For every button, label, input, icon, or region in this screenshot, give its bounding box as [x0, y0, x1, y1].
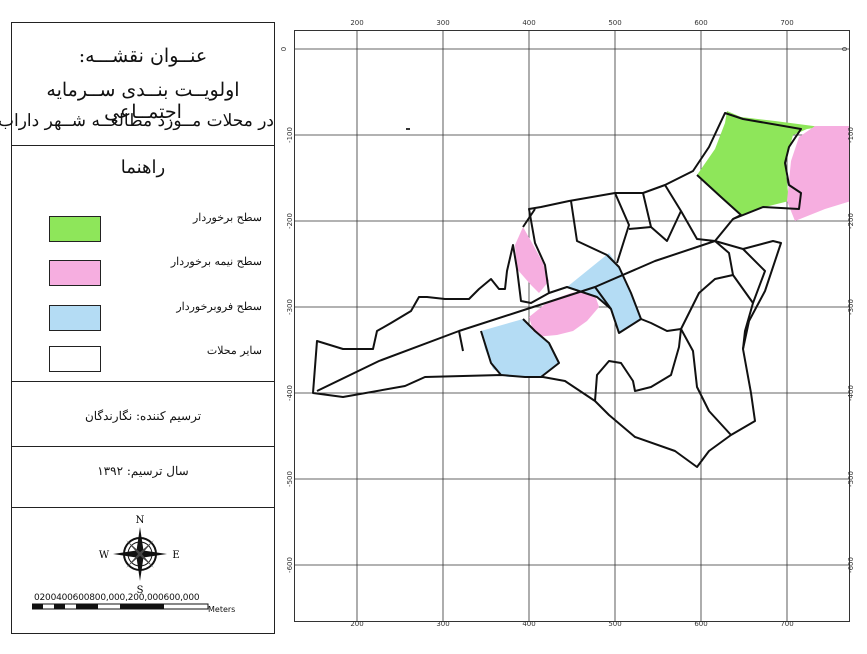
y-tick-label-left: -300: [285, 299, 294, 315]
legend-swatch-medium: [49, 260, 101, 286]
map-frame: 200 300 400 500 600 700 200 300 400 500 600 700 0 -…: [280, 19, 855, 628]
zone-medium-level-w: [515, 227, 549, 293]
scale-bar: [32, 603, 209, 610]
y-tick-label-left: -200: [285, 213, 294, 229]
x-tick-label-top: 600: [694, 19, 708, 27]
x-tick-label-bottom: 400: [522, 620, 536, 628]
compass-rose-icon: N S E W: [99, 515, 180, 595]
x-tick-label-top: 700: [780, 19, 794, 27]
x-tick-label-top: 300: [436, 19, 450, 27]
scale-units: Meters: [208, 605, 236, 614]
y-tick-label-left: 0: [280, 46, 289, 52]
legend-label-medium: سطح نیمه برخوردار: [170, 255, 262, 268]
compass-s: S: [137, 585, 144, 595]
y-tick-label-left: -100: [285, 127, 294, 143]
map-title-line-2: اولویــت بنــدی ســرمایه اجتمــاعی: [46, 79, 240, 123]
y-tick-label-right: 0: [841, 46, 850, 52]
compass-n: N: [136, 515, 145, 526]
scale-bar-labels: 0200400600800,000,200,000600,000: [34, 593, 200, 603]
x-tick-label-bottom: 200: [350, 620, 364, 628]
legend-section: راهنما سطح برخوردار سطح نیمه برخوردار سط…: [12, 145, 274, 382]
author-section: ترسیم کننده: نگارندگان: [12, 381, 274, 447]
y-tick-label-left: -600: [285, 557, 294, 573]
y-tick-label-right: -300: [846, 299, 855, 315]
y-tick-label-left: -500: [285, 471, 294, 487]
x-tick-label-top: 200: [350, 19, 364, 27]
y-tick-label-right: -200: [846, 213, 855, 229]
x-tick-label-bottom: 300: [436, 620, 450, 628]
map-title-label: عنــوان نقشـــه:: [78, 45, 208, 67]
zone-medium-level-center: [529, 289, 599, 337]
compass-e: E: [172, 550, 179, 561]
map-canvas: [295, 31, 849, 621]
y-tick-label-right: -400: [846, 385, 855, 401]
legend-label-low: سطح فروبرخوردار: [176, 300, 262, 313]
legend-heading: راهنما: [120, 157, 166, 178]
author-credit: ترسیم کننده: نگارندگان: [84, 409, 202, 423]
drawing-year: سال ترسیم: ۱۳۹۲: [97, 464, 189, 478]
city-outline: [312, 112, 802, 468]
zone-low-level-center: [567, 253, 641, 333]
district-boundaries: [312, 112, 802, 468]
zone-low-level-sw: [481, 319, 559, 377]
legend-label-high: سطح برخوردار: [192, 211, 262, 224]
legend-panel: عنــوان نقشـــه: اولویــت بنــدی ســرمای…: [0, 22, 275, 634]
x-tick-label-top: 400: [522, 19, 536, 27]
title-section: عنــوان نقشـــه: اولویــت بنــدی ســرمای…: [0, 23, 274, 146]
legend-label-other: سایر محلات: [206, 344, 262, 357]
legend-swatch-other: [49, 346, 101, 372]
compass-w: W: [99, 550, 110, 561]
y-tick-label-right: -600: [846, 557, 855, 573]
x-tick-label-bottom: 700: [780, 620, 794, 628]
year-section: سال ترسیم: ۱۳۹۲: [12, 446, 274, 508]
main-road: [316, 240, 716, 392]
x-tick-label-top: 500: [608, 19, 622, 27]
x-tick-label-bottom: 600: [694, 620, 708, 628]
y-tick-label-right: -500: [846, 471, 855, 487]
y-tick-label-left: -400: [285, 385, 294, 401]
zone-high-level: [697, 111, 821, 215]
legend-swatch-high: [49, 216, 101, 242]
zone-medium-level-ne: [787, 126, 849, 221]
legend-swatch-low: [49, 305, 101, 331]
compass-section: N S E W 0200400600800,000,200,000600,000…: [12, 507, 274, 633]
y-tick-label-right: -100: [846, 127, 855, 143]
x-tick-label-bottom: 500: [608, 620, 622, 628]
map-title-line-3: در محلات مــورد مطالعــه شــهر داراب: [0, 111, 274, 131]
